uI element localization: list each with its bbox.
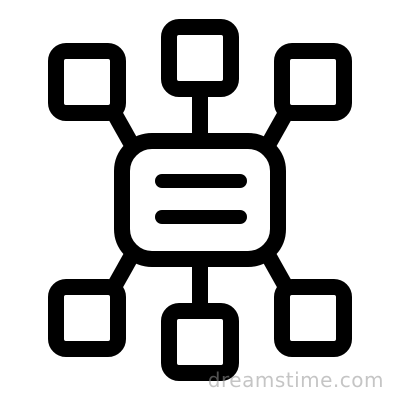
node-bottom-right [274,279,352,357]
node-top-left [48,43,126,121]
hub-box [114,133,286,267]
node-top-right [274,43,352,121]
node-bottom-left [48,279,126,357]
node-bottom [161,303,239,381]
watermark: dreamstime.com [207,368,384,392]
node-top [161,19,239,97]
